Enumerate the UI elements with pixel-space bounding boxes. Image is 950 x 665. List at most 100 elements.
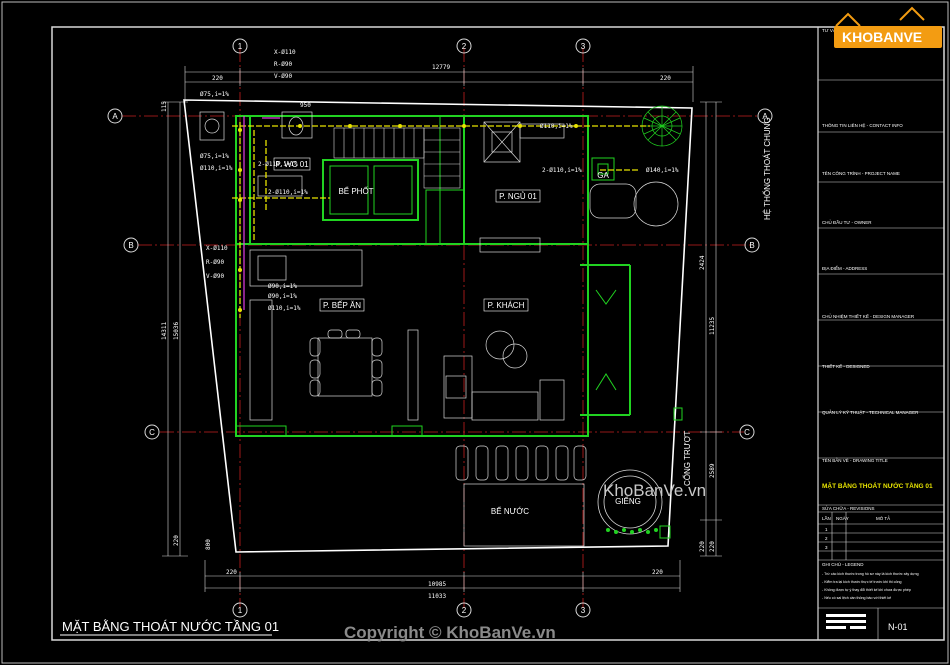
grid-row-c-right: C: [744, 428, 750, 437]
dim-right-b: 2424: [699, 255, 706, 270]
title-block-tech: QUẢN LÝ KỸ THUẬT - TECHNICAL MANAGER: [822, 409, 919, 415]
tree-icon: [641, 105, 683, 147]
dim-left-small3: 800: [205, 539, 212, 550]
rev-col-2: NGÀY: [836, 515, 849, 521]
pipe-nodes: [238, 124, 578, 312]
living-furniture: [443, 330, 565, 421]
room-label-wc: P. WC 01: [275, 160, 309, 169]
grid-bubbles: [107, 38, 773, 618]
title-block-address: ĐỊA ĐIỂM - ADDRESS: [822, 265, 867, 271]
pipe-note-4: 2-Ø110,i=1%: [258, 161, 298, 168]
pipe-note-mid-2: R-Ø90: [206, 259, 224, 266]
pipe-note-top-2: R-Ø90: [274, 61, 292, 68]
room-label-septic: BỂ PHỐT: [338, 186, 373, 196]
pipe-note-top-1: X-Ø110: [274, 49, 296, 56]
title-block-contact: THÔNG TIN LIÊN HỆ - CONTACT INFO: [822, 121, 903, 128]
pipe-note-top-3: V-Ø90: [274, 73, 292, 80]
pipe-note-mid-1: X-Ø110: [206, 245, 228, 252]
room-label-bedroom: P. NGỦ 01: [499, 192, 537, 201]
grid-col-3-bottom: 3: [581, 606, 586, 615]
pipe-note-10: Ø90,i=1%: [268, 293, 297, 300]
well-icon: [597, 469, 663, 535]
pipe-note-8: Ø140,i=1%: [646, 167, 679, 174]
title-block-drawing-name: MẶT BẰNG THOÁT NƯỚC TẦNG 01: [822, 480, 933, 490]
room-label-living: P. KHÁCH: [488, 301, 525, 310]
wc-label-box: [273, 157, 311, 171]
pipe-note-mid-3: V-Ø90: [206, 273, 224, 280]
living-label-box: [483, 298, 529, 312]
room-label-kitchen: P. BẾP ĂN: [323, 300, 361, 310]
wall-details: [235, 116, 615, 437]
pipe-note-6: Ø110,i=1%: [540, 123, 573, 130]
dim-right-c: 2589: [709, 463, 716, 478]
copyright-text: Copyright © KhoBanVe.vn: [344, 623, 556, 642]
grid-row-a-right: A: [762, 112, 768, 121]
grid-row-b-right: B: [749, 241, 754, 250]
dim-room: 950: [300, 102, 311, 109]
title-block-logo-mark: [826, 614, 866, 629]
dim-right-d: 220: [699, 541, 706, 552]
dim-top-a: 220: [212, 75, 223, 82]
bedroom-label-box: [495, 189, 541, 203]
dim-left-small2: 220: [173, 535, 180, 546]
drain-pipes-magenta: [243, 116, 280, 310]
grid-col-1-bottom: 1: [238, 606, 243, 615]
drawing-title: MẶT BẰNG THOÁT NƯỚC TẦNG 01: [62, 619, 279, 634]
pipe-note-5: 2-Ø110,i=1%: [268, 189, 308, 196]
title-block-drawing: TÊN BẢN VẼ - DRAWING TITLE: [822, 456, 888, 463]
grid-row-c-left: C: [149, 428, 155, 437]
dim-top-total: 12779: [432, 64, 450, 71]
pipe-note-7: 2-Ø110,i=1%: [542, 167, 582, 174]
sheet-number: N-01: [888, 622, 908, 632]
title-block-lines: [818, 79, 944, 640]
title-block-designer: THIẾT KẾ - DESIGNED: [822, 363, 870, 369]
title-block-manager: CHỦ NHIỆM THIẾT KẾ - DESIGN MANAGER: [822, 312, 915, 319]
parking-markings: [455, 445, 587, 547]
sliding-gate-label: CỔNG TRƯỢT: [683, 431, 692, 486]
pipe-note-1: Ø75,i=1%: [200, 91, 229, 98]
dim-bottom-total2: 11033: [428, 593, 446, 600]
title-block-project: TÊN CÔNG TRÌNH - PROJECT NAME: [822, 169, 900, 176]
dim-left-small1: 115: [161, 101, 168, 112]
grid-row-a-left: A: [112, 112, 118, 121]
room-label-ga: GA: [597, 171, 609, 180]
dim-bottom-a: 220: [226, 569, 237, 576]
rev-row-1: 1: [825, 527, 828, 532]
title-block-owner: CHỦ ĐẦU TƯ - OWNER: [822, 219, 872, 225]
wc-fixtures: [199, 111, 313, 197]
grid-lines: [122, 48, 760, 608]
title-block-revisions: SỬA CHỮA - REVISIONS: [822, 505, 874, 511]
drain-system-label: HỆ THỐNG THOÁT CHUNG: [762, 117, 772, 220]
watermark-center: KhoBanVe.vn: [603, 481, 706, 500]
property-boundary: [183, 99, 693, 553]
kitchen-label-box: [319, 298, 365, 312]
pipe-note-2: Ø75,i=1%: [200, 153, 229, 160]
rev-col-1: LẦN: [822, 515, 831, 521]
dim-right-a: 11235: [709, 317, 716, 335]
rev-row-3: 3: [825, 545, 828, 550]
dim-bottom-b: 220: [652, 569, 663, 576]
grid-col-3-top: 3: [581, 42, 586, 51]
bedroom-furniture: [479, 121, 679, 253]
staircase: [333, 127, 461, 189]
pipe-note-11: Ø110,i=1%: [268, 305, 301, 312]
title-block-note-2: - Kiểm tra lại kích thước thực tế trước …: [822, 580, 901, 584]
dimension-lines: [162, 66, 722, 592]
room-label-tank: BỂ NƯỚC: [491, 507, 529, 516]
title-block-note-3: - Không được tự ý thay đổi thiết kế khi …: [822, 588, 911, 592]
dim-left-a: 14311: [161, 322, 168, 340]
plant-dots: [606, 528, 658, 534]
khobanve-logo: KHOBANVE: [834, 6, 942, 48]
title-block-note-4: - Nếu có sai lệch cần thông báo với thiế…: [822, 596, 891, 600]
dim-top-b: 220: [660, 75, 671, 82]
title-block-notes-header: GHI CHÚ - LEGEND: [822, 561, 864, 567]
dim-bottom-total: 10985: [428, 581, 446, 588]
rev-row-2: 2: [825, 536, 828, 541]
grid-col-1-top: 1: [238, 42, 243, 51]
pipe-note-9: Ø90,i=1%: [268, 283, 297, 290]
logo-text: KHOBANVE: [842, 29, 922, 45]
dim-right-e: 220: [709, 541, 716, 552]
grid-col-2-bottom: 2: [462, 606, 467, 615]
sheet-frame-inner: [51, 26, 945, 641]
